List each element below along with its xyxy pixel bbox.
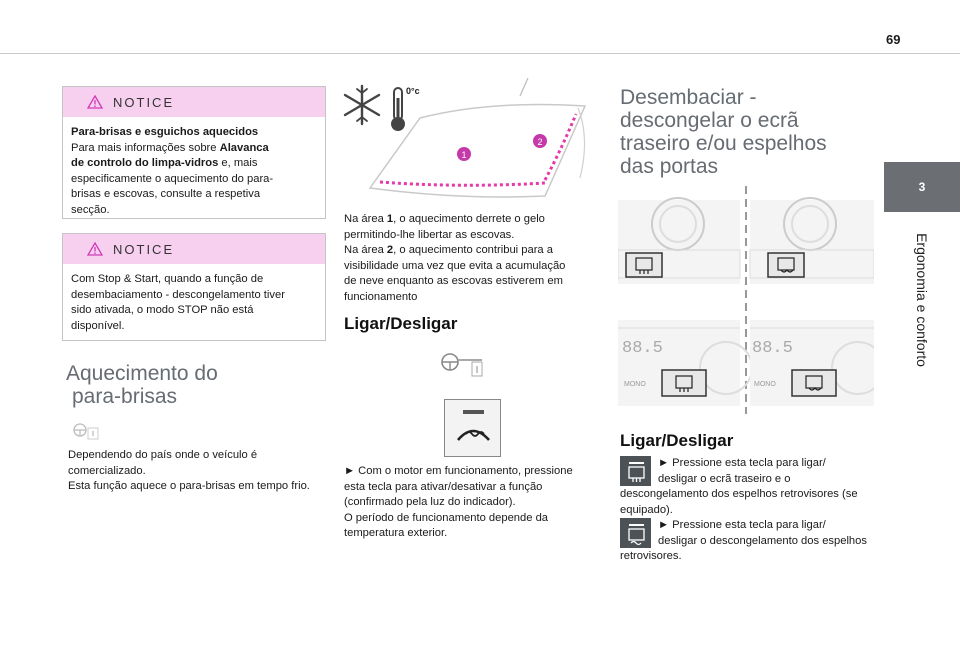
snowflake-icon — [343, 84, 381, 126]
text-line: desligar o ecrã traseiro e o — [658, 472, 791, 485]
notice-text: Para mais informações sobre — [71, 141, 220, 154]
text-line: descongelamento dos espelhos retrovisore… — [620, 488, 858, 500]
title-line: traseiro e/ou espelhos — [620, 132, 827, 155]
chapter-tab-number: 3 — [918, 180, 926, 194]
windscreen-illustration: 0°c 1 2 — [343, 78, 587, 198]
mono-label-left: MONO — [624, 381, 646, 388]
text-line: , o aquecimento contribui para a — [393, 244, 553, 256]
notice-text: e, mais — [218, 157, 258, 169]
title-line: descongelar o ecrã — [620, 109, 799, 132]
mirror-defrost-button[interactable] — [620, 518, 651, 548]
notice-text: disponível. — [71, 319, 125, 332]
temperature-display-left: 88.5 — [622, 339, 663, 358]
text-line: temperatura exterior. — [344, 527, 448, 539]
rear-screen-defrost-icon — [628, 462, 645, 482]
section-title-defrost: Desembaciar - descongelar o ecrã traseir… — [620, 86, 827, 178]
subtitle-on-off-right: Ligar/Desligar — [620, 431, 734, 450]
chapter-title: Ergonomia e conforto — [914, 233, 930, 367]
notice-title: NOTICE — [113, 94, 175, 110]
text-line: permitindo-lhe libertar as escovas. — [344, 228, 515, 241]
subtitle-on-off: Ligar/Desligar — [344, 314, 458, 333]
top-divider — [0, 53, 960, 54]
mirror-defrost-button-illustration-2 — [791, 369, 837, 397]
text-line: ► Com o motor em funcionamento, pression… — [344, 465, 573, 477]
page-number: 69 — [886, 32, 901, 47]
notice-text: desembaciamento - descongelamento tiver — [71, 288, 285, 301]
area-number: 1 — [386, 213, 394, 225]
rear-screen-instruction: ► Pressione esta tecla para ligar/ desli… — [620, 456, 870, 518]
text-line: equipado). — [620, 503, 673, 516]
notice-title: NOTICE — [113, 241, 175, 257]
text-line: funcionamento — [344, 290, 418, 303]
text-line: ► Pressione esta tecla para ligar/ — [658, 519, 826, 531]
notice-body: Com Stop & Start, quando a função de des… — [63, 264, 325, 342]
chapter-tab[interactable]: 3 — [884, 162, 960, 212]
title-line: para-brisas — [72, 385, 178, 408]
text-line: de neve enquanto as escovas estiverem em — [344, 275, 563, 287]
text-line: (confirmado pela luz do indicador). — [344, 496, 516, 508]
text-line: Dependendo do país onde o veículo é — [68, 449, 258, 461]
notice-link-text: Alavanca — [219, 141, 269, 154]
on-off-description: ► Com o motor em funcionamento, pression… — [344, 464, 594, 542]
text-line: desligar o descongelamento dos espelhos — [658, 534, 867, 547]
mirror-instruction: ► Pressione esta tecla para ligar/ desli… — [620, 518, 880, 565]
mono-label-right: MONO — [754, 381, 776, 388]
text-line: ► Pressione esta tecla para ligar/ — [658, 457, 826, 469]
notice-text: especificamente o aquecimento do para- — [71, 172, 274, 185]
text-line: Esta função aquece o para-brisas em temp… — [68, 480, 310, 492]
title-line: das portas — [620, 155, 719, 178]
windscreen-heat-icon — [457, 410, 490, 441]
notice-text: brisas e escovas, consulte a respetiva — [71, 188, 261, 200]
warning-icon — [87, 242, 103, 256]
area-marker-2-label: 2 — [537, 137, 542, 147]
text-line: , o aquecimento derrete o gelo — [393, 213, 545, 225]
temperature-label: 0°c — [406, 86, 420, 96]
notice-header: NOTICE — [63, 234, 325, 264]
heating-description: Dependendo do país onde o veículo é come… — [68, 448, 338, 495]
notice-heading: Para-brisas e esguichos aquecidos — [71, 126, 259, 138]
text-line: comercializado. — [68, 464, 146, 477]
mirror-defrost-icon — [628, 524, 645, 546]
text-line: esta tecla para ativar/desativar a funçã… — [344, 480, 543, 493]
rear-defrost-button-illustration-2 — [661, 369, 707, 397]
rear-screen-defrost-button[interactable] — [620, 456, 651, 486]
text-line: Na área — [344, 213, 387, 225]
title-line: Aquecimento do — [66, 362, 218, 385]
notice-link-text: de controlo do limpa-vidros — [71, 157, 219, 169]
text-line: retrovisores. — [620, 550, 682, 562]
notice-box-stop-start: NOTICE Com Stop & Start, quando a função… — [62, 233, 326, 341]
text-line: Na área — [344, 244, 387, 256]
notice-body: Para-brisas e esguichos aquecidos Para m… — [63, 117, 325, 226]
title-line: Desembaciar - — [620, 86, 757, 109]
notice-text: sido ativada, o modo STOP não está — [71, 304, 254, 316]
temperature-display-right: 88.5 — [752, 339, 793, 358]
text-line: O período de funcionamento depende da — [344, 511, 549, 524]
notice-text: Com Stop & Start, quando a função de — [71, 273, 264, 285]
notice-header: NOTICE — [63, 87, 325, 117]
notice-text: secção. — [71, 203, 110, 216]
wiper-stalk-icon — [441, 353, 483, 377]
wiper-stalk-icon — [73, 423, 99, 440]
section-title-heating: Aquecimento do para-brisas — [66, 362, 218, 408]
area-marker-1-label: 1 — [461, 150, 466, 160]
text-line: visibilidade uma vez que evita a acumula… — [344, 259, 566, 272]
thermometer-icon — [391, 87, 405, 131]
warning-icon — [87, 95, 103, 109]
notice-box-heated-windscreen: NOTICE Para-brisas e esguichos aquecidos… — [62, 86, 326, 219]
area-number: 2 — [386, 244, 394, 256]
heated-windscreen-button[interactable] — [444, 399, 501, 457]
mirror-defrost-button-illustration — [767, 252, 805, 278]
area-marker-1 — [457, 147, 471, 161]
areas-description: Na área 1, o aquecimento derrete o gelo … — [344, 212, 594, 305]
area-marker-2 — [533, 134, 547, 148]
control-panel-illustrations: 88.5 MONO 88.5 MONO — [618, 186, 874, 414]
